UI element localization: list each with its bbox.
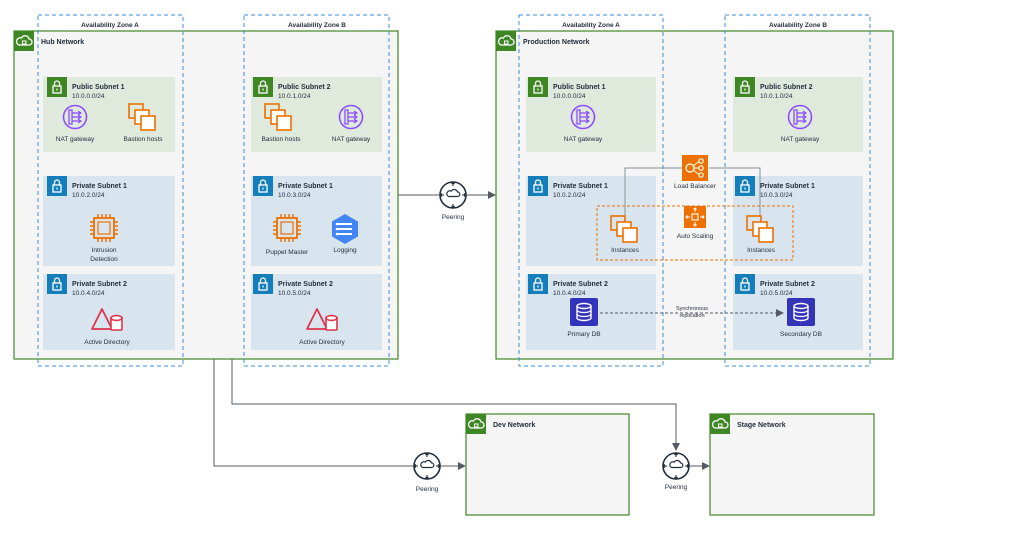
- subnet-cidr: 10.0.0.0/24: [72, 93, 105, 100]
- bastion-hosts-label: Bastion hosts: [261, 136, 301, 143]
- subnet-name: Private Subnet 2: [278, 281, 333, 288]
- active-directory-label: Active Directory: [299, 339, 345, 346]
- instances-label: Instances: [611, 247, 640, 254]
- subnet-cidr: 10.0.2.0/24: [553, 192, 586, 199]
- intrusion-detection-label-1: Intrusion: [92, 247, 117, 254]
- subnet-name: Private Subnet 2: [72, 281, 127, 288]
- lock-icon: [734, 76, 756, 98]
- lock-icon: [734, 273, 756, 295]
- lock-icon: [252, 175, 274, 197]
- subnet-name: Private Subnet 1: [760, 183, 815, 190]
- nat-gateway-label: NAT gateway: [781, 136, 820, 143]
- bastion-hosts-label: Bastion hosts: [123, 136, 163, 143]
- lock-icon: [252, 273, 274, 295]
- subnet-name: Public Subnet 2: [760, 84, 813, 91]
- lb-connection-right: [709, 167, 761, 216]
- hub-to-dev-connection: [213, 359, 413, 467]
- auto-scaling-icon: [684, 206, 706, 228]
- hub-availability-zone-a: [37, 14, 184, 367]
- subnet-name: Private Subnet 1: [278, 183, 333, 190]
- auto-scaling-label: Auto Scaling: [677, 233, 714, 240]
- subnet-name: Private Subnet 1: [553, 183, 608, 190]
- hub-network-title: Hub Network: [41, 39, 84, 46]
- lock-icon: [252, 76, 274, 98]
- subnet-name: Private Subnet 2: [760, 281, 815, 288]
- subnet-cidr: 10.0.1.0/24: [760, 93, 793, 100]
- lock-icon: [527, 175, 549, 197]
- logging-label: Logging: [333, 247, 357, 254]
- intrusion-detection-label-2: Detection: [90, 256, 118, 263]
- primary-db-label: Primary DB: [567, 331, 600, 338]
- puppet-master-label: Puppet Master: [266, 249, 309, 256]
- peering-icon: [413, 452, 441, 480]
- peering-label: Peering: [416, 486, 439, 493]
- instances-label: Instances: [747, 247, 776, 254]
- peering-label: Peering: [442, 214, 465, 221]
- subnet-name: Public Subnet 2: [278, 84, 331, 91]
- subnet-name: Public Subnet 1: [553, 84, 606, 91]
- availability-zone-label: Availability Zone A: [562, 22, 620, 29]
- lock-icon: [527, 76, 549, 98]
- dev-network-title: Dev Network: [493, 422, 536, 429]
- load-balancer-icon: [682, 155, 708, 181]
- subnet-cidr: 10.0.3.0/24: [278, 192, 311, 199]
- subnet-cidr: 10.0.4.0/24: [553, 290, 586, 297]
- subnet-name: Private Subnet 1: [72, 183, 127, 190]
- vpc-cloud-icon: [465, 413, 487, 435]
- prod-availability-zone-a: [518, 14, 664, 367]
- nat-gateway-label: NAT gateway: [564, 136, 603, 143]
- peering-icon: [662, 452, 690, 480]
- hub-availability-zone-b: [243, 14, 390, 367]
- secondary-db-label: Secondary DB: [780, 331, 822, 338]
- vpc-cloud-icon: [495, 30, 517, 52]
- lock-icon: [527, 273, 549, 295]
- subnet-cidr: 10.0.0.0/24: [553, 93, 586, 100]
- nat-gateway-label: NAT gateway: [56, 136, 95, 143]
- load-balancer-label: Load Balancer: [674, 183, 717, 190]
- subnet-cidr: 10.0.4.0/24: [72, 290, 105, 297]
- hub-to-stage-connection: [231, 359, 680, 451]
- subnet-cidr: 10.0.5.0/24: [278, 290, 311, 297]
- replication-label-2: replication: [679, 313, 704, 319]
- subnet-cidr: 10.0.5.0/24: [760, 290, 793, 297]
- primary-db-icon: [569, 297, 599, 327]
- vpc-cloud-icon: [13, 30, 35, 52]
- lock-icon: [46, 273, 68, 295]
- stage-network-title: Stage Network: [737, 422, 786, 429]
- stage-network-vpc: [709, 413, 875, 516]
- subnet-cidr: 10.0.1.0/24: [278, 93, 311, 100]
- subnet-cidr: 10.0.3.0/24: [760, 192, 793, 199]
- dev-network-vpc: [465, 413, 630, 516]
- active-directory-label: Active Directory: [84, 339, 130, 346]
- lock-icon: [46, 175, 68, 197]
- subnet-cidr: 10.0.2.0/24: [72, 192, 105, 199]
- logging-icon: [332, 214, 358, 244]
- availability-zone-label: Availability Zone A: [81, 22, 139, 29]
- subnet-name: Public Subnet 1: [72, 84, 125, 91]
- peering-label: Peering: [665, 484, 688, 491]
- peering-icon: [439, 181, 467, 209]
- lock-icon: [734, 175, 756, 197]
- nat-gateway-label: NAT gateway: [332, 136, 371, 143]
- vpc-cloud-icon: [709, 413, 731, 435]
- availability-zone-label: Availability Zone B: [769, 22, 827, 29]
- prod-availability-zone-b: [724, 14, 871, 367]
- production-network-title: Production Network: [523, 39, 590, 46]
- replication-label-1: Synchronous: [676, 306, 708, 312]
- subnet-name: Private Subnet 2: [553, 281, 608, 288]
- lock-icon: [46, 76, 68, 98]
- availability-zone-label: Availability Zone B: [288, 22, 346, 29]
- secondary-db-icon: [786, 297, 816, 327]
